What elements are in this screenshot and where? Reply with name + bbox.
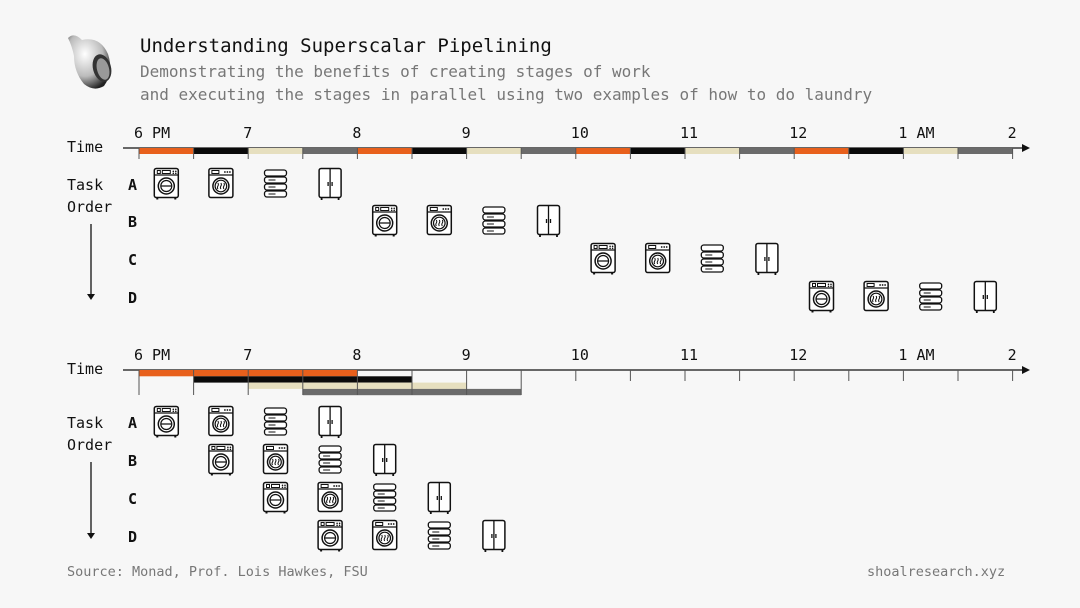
time-label: Time (67, 138, 103, 156)
stage-bar-wash (139, 148, 194, 154)
dryer-icon (317, 481, 343, 513)
subtitle-line-2: and executing the stages in parallel usi… (140, 85, 873, 104)
stage-bar-dry (412, 148, 467, 154)
order-arrow-head (87, 294, 95, 300)
time-tick-label: 8 (352, 124, 361, 142)
site-url: shoalresearch.xyz (867, 564, 1006, 580)
dryer-icon (208, 405, 234, 437)
washer-icon (153, 405, 180, 439)
dryer-icon (863, 280, 889, 312)
shell-logo (68, 35, 112, 89)
stage-bar-store (302, 148, 358, 154)
stage-bar-wash (575, 148, 631, 154)
folded-clothes-icon (373, 483, 397, 512)
task-row-label: A (128, 176, 137, 194)
time-tick-label: 1 AM (898, 346, 934, 364)
time-tick-label: 9 (462, 124, 471, 142)
task-row-label: B (128, 452, 137, 470)
task-row-label: D (128, 289, 137, 307)
task-label: Task (67, 176, 103, 194)
washer-icon (207, 443, 234, 477)
washer-icon (153, 167, 180, 201)
order-label: Order (67, 436, 112, 454)
stage-bar-fold (466, 148, 522, 154)
time-tick-label: 10 (571, 124, 589, 142)
wardrobe-icon (318, 167, 343, 201)
dryer-icon (644, 242, 671, 274)
stage-bar-store (958, 148, 1013, 154)
wardrobe-icon (372, 443, 397, 477)
wardrobe-icon (427, 481, 452, 515)
stage-bar-wash (357, 148, 412, 154)
wardrobe-icon (318, 405, 343, 439)
stage-bar-store (739, 148, 795, 154)
dryer-icon (262, 443, 289, 475)
time-label: Time (67, 360, 103, 378)
folded-clothes-icon (482, 206, 506, 235)
time-axis-arrow (1022, 366, 1030, 374)
wardrobe-icon (481, 519, 506, 553)
time-tick-label: 6 PM (134, 346, 170, 364)
dryer-icon (426, 204, 453, 236)
time-tick-label: 11 (680, 346, 698, 364)
dryer-icon (371, 519, 398, 551)
task-row-label: C (128, 490, 137, 508)
wardrobe-icon (536, 204, 561, 238)
time-tick-label: 11 (680, 124, 698, 142)
wardrobe-icon (755, 242, 779, 276)
page-title: Understanding Superscalar Pipelining (140, 35, 552, 57)
time-tick-label: 1 AM (898, 124, 934, 142)
stage-bar-dry (193, 148, 249, 154)
stage-bar-wash (794, 148, 849, 154)
time-tick-label: 12 (789, 346, 807, 364)
stage-bar-fold (248, 148, 303, 154)
task-row-label: A (128, 414, 137, 432)
order-arrow-head (87, 533, 95, 539)
washer-icon (371, 204, 398, 238)
washer-icon (317, 519, 344, 553)
stage-bar-store (521, 148, 576, 154)
time-tick-label: 7 (243, 124, 252, 142)
task-row-label: D (128, 528, 137, 546)
folded-clothes-icon (263, 169, 288, 198)
task-row-label: B (128, 213, 137, 231)
order-label: Order (67, 198, 112, 216)
time-tick-label: 2 (1008, 124, 1017, 142)
time-axis-arrow (1022, 144, 1030, 152)
stage-bar-dry (630, 148, 685, 154)
subtitle-line-1: Demonstrating the benefits of creating s… (140, 62, 651, 81)
folded-clothes-icon (318, 445, 342, 474)
time-tick-label: 9 (462, 346, 471, 364)
folded-clothes-icon (263, 407, 288, 436)
task-row-label: C (128, 251, 137, 269)
stage-bar-dry (848, 148, 904, 154)
time-tick-label: 10 (571, 346, 589, 364)
time-tick-label: 6 PM (134, 124, 170, 142)
wardrobe-icon (973, 280, 998, 314)
time-tick-label: 7 (243, 346, 252, 364)
source-credit: Source: Monad, Prof. Lois Hawkes, FSU (67, 564, 368, 580)
folded-clothes-icon (919, 282, 943, 311)
stage-bar-fold (903, 148, 958, 154)
dryer-icon (208, 167, 234, 199)
washer-icon (262, 481, 289, 515)
time-tick-label: 2 (1008, 346, 1017, 364)
time-tick-label: 12 (789, 124, 807, 142)
task-label: Task (67, 414, 103, 432)
washer-icon (808, 280, 835, 314)
time-tick-label: 8 (352, 346, 361, 364)
stage-bar-fold (685, 148, 740, 154)
folded-clothes-icon (427, 521, 451, 550)
washer-icon (590, 242, 617, 276)
folded-clothes-icon (700, 244, 724, 273)
